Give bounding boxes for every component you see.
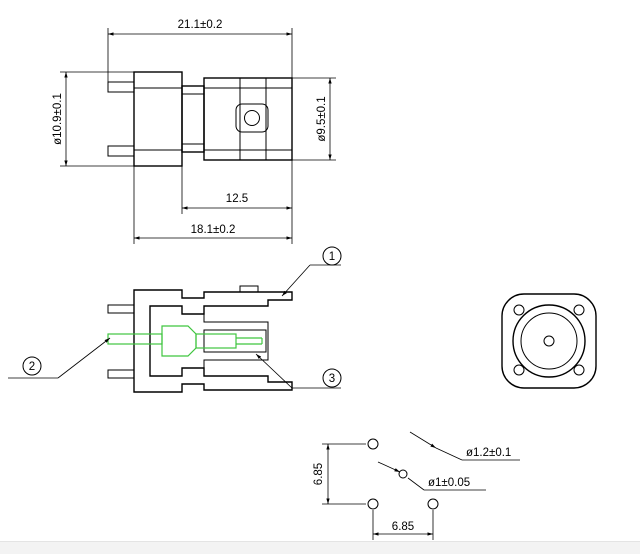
body-length-label: 18.1±0.2 [191, 224, 236, 236]
outer-hole-label: ø1.2±0.1 [466, 447, 511, 459]
pcb-layout: 6.85 6.85 ø1.2±0.1 ø1±0.05 [313, 431, 520, 540]
flange-diameter-label: ø10.9±0.1 [52, 93, 64, 145]
callout-3-label: 3 [329, 373, 335, 385]
side-view: 21.1±0.2 ø10.9±0.1 ø9.5±0.1 12.5 18.1±0.… [52, 19, 336, 244]
bottom-bar [0, 541, 640, 554]
center-hole-label: ø1±0.05 [428, 477, 470, 489]
section-view: 1 2 3 [8, 246, 342, 393]
body-diameter-label: ø9.5±0.1 [316, 96, 328, 141]
front-length-label: 12.5 [226, 193, 248, 205]
overall-length-label: 21.1±0.2 [178, 19, 223, 31]
callout-2-label: 2 [29, 361, 35, 373]
front-view [501, 293, 597, 389]
horizontal-pitch-label: 6.85 [392, 521, 414, 533]
vertical-pitch-label: 6.85 [313, 463, 325, 485]
callout-1-label: 1 [329, 251, 335, 263]
